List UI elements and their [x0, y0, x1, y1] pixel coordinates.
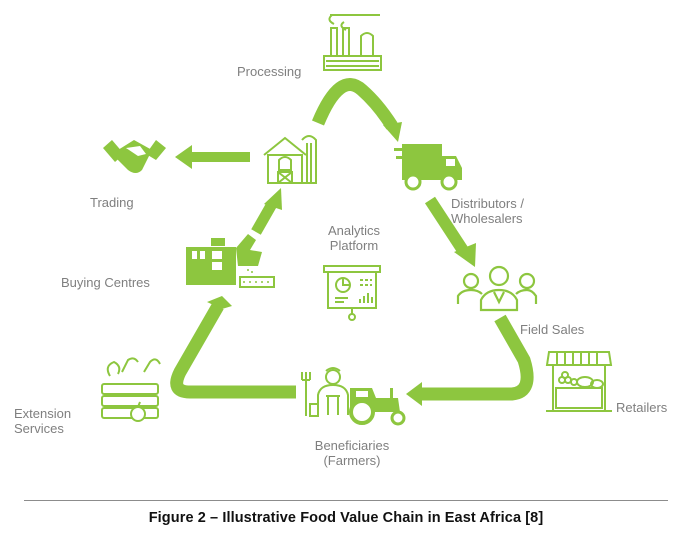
- arrow-storage-to-processing-to-distributors: [311, 78, 398, 130]
- figure-caption: Figure 2 – Illustrative Food Value Chain…: [148, 510, 544, 526]
- arrowhead: [406, 382, 422, 406]
- factory-icon: [323, 14, 382, 71]
- presentation-board-icon: [323, 265, 381, 321]
- label-analytics-line1: Analytics: [327, 223, 381, 238]
- label-distributors-line1: Distributors /: [451, 196, 524, 211]
- arrowhead: [383, 122, 402, 142]
- label-analytics-platform: Analytics Platform: [318, 223, 390, 253]
- handshake-icon: [103, 140, 166, 173]
- cash-register-icon: [186, 234, 275, 288]
- arrow-buying-to-storage: [251, 201, 277, 235]
- market-stall-icon: [545, 351, 613, 412]
- delivery-truck-icon: [394, 144, 462, 191]
- barn-silo-icon: [263, 135, 317, 184]
- sales-team-icon: [456, 265, 538, 312]
- label-extension-line1: Extension: [14, 406, 72, 421]
- label-beneficiaries-line1: Beneficiaries: [314, 438, 390, 453]
- arrow-field-sales-to-farmers: [420, 314, 534, 401]
- arrowhead: [264, 188, 282, 210]
- caption-divider: [24, 500, 668, 501]
- label-beneficiaries: Beneficiaries (Farmers): [304, 438, 400, 468]
- value-chain-diagram: [101, 14, 613, 426]
- label-trading: Trading: [90, 195, 134, 210]
- arrowhead: [175, 145, 192, 169]
- label-buying-centres: Buying Centres: [61, 275, 150, 290]
- label-analytics-line2: Platform: [329, 238, 379, 253]
- produce-crate-icon: [101, 357, 161, 422]
- arrow-farmers-to-buying-centres: [170, 302, 296, 399]
- label-retailers: Retailers: [616, 400, 668, 415]
- label-beneficiaries-line2: (Farmers): [323, 453, 381, 468]
- label-field-sales: Field Sales: [520, 322, 585, 337]
- arrow-distributors-to-field-sales: [424, 196, 470, 256]
- label-distributors-line2: Wholesalers: [451, 211, 523, 226]
- farmer-tractor-icon: [301, 367, 406, 426]
- label-extension-services: Extension Services: [14, 406, 71, 436]
- arrowhead: [454, 243, 476, 267]
- label-extension-line2: Services: [14, 421, 64, 436]
- label-processing: Processing: [237, 64, 302, 79]
- label-distributors: Distributors / Wholesalers: [451, 196, 524, 226]
- arrowhead: [207, 296, 232, 309]
